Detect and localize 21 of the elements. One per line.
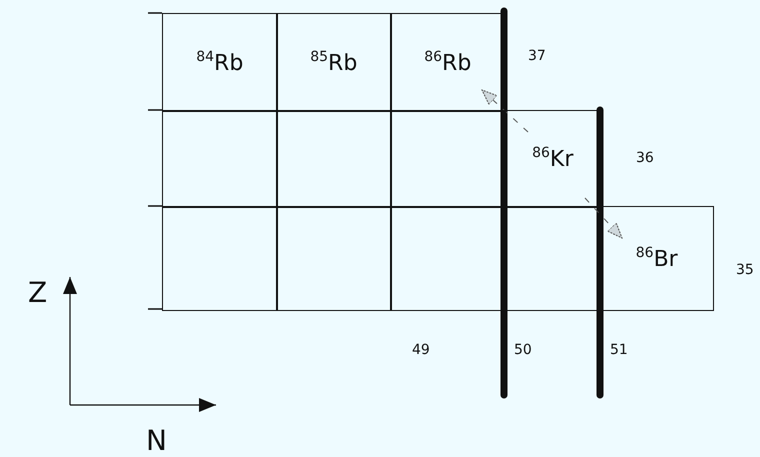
nuclide-symbol: $^{86}$Kr	[532, 145, 574, 172]
decay-arrow	[584, 198, 622, 238]
axis-label: Z	[28, 276, 48, 309]
empty-cell	[276, 110, 392, 208]
nuclide-cell	[276, 13, 392, 112]
neutron-number: 49	[412, 342, 430, 358]
empty-cell	[162, 110, 278, 208]
proton-number: 35	[736, 262, 754, 278]
proton-number: 36	[636, 150, 654, 166]
empty-cell	[276, 206, 392, 310]
nuclide-symbol: $^{84}$Rb	[196, 48, 244, 76]
nuclide-symbol: $^{85}$Rb	[310, 48, 358, 76]
nuclide-symbol: $^{86}$Br	[636, 244, 678, 272]
neutron-number: 50	[514, 342, 532, 358]
nuclide-symbol: $^{86}$Rb	[424, 48, 472, 76]
empty-cell	[162, 206, 278, 310]
axis-label: N	[146, 424, 167, 457]
neutron-number: 51	[610, 342, 628, 358]
empty-cell	[390, 110, 506, 208]
nuclide-cell	[162, 13, 278, 112]
proton-number: 37	[528, 48, 546, 64]
